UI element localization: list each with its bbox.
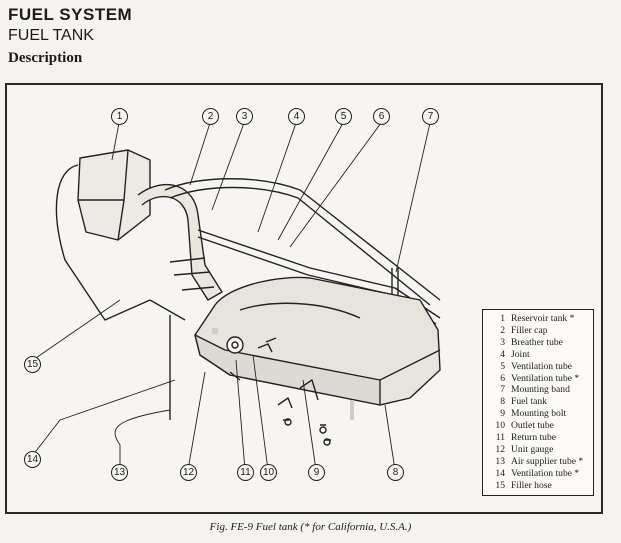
legend-row: 15 Filler hose	[485, 480, 591, 492]
callout-1: 1	[111, 108, 128, 125]
legend-number: 1	[500, 313, 505, 324]
legend-row: 13 Air supplier tube *	[485, 456, 591, 468]
legend-row: 5 Ventilation tube	[485, 361, 591, 373]
legend-number: 4	[500, 348, 505, 360]
legend-number: 14	[495, 467, 505, 479]
legend-label: Filler cap	[511, 324, 548, 336]
legend-label: Ventilation tube *	[511, 467, 580, 479]
reservoir-tank-drawing	[77, 149, 151, 241]
callout-5: 5	[335, 108, 352, 125]
legend-label: Ventilation tube	[511, 360, 573, 372]
parts-legend: 1 Reservoir tank * 2 Filler cap 3 Breather tu…	[482, 309, 594, 496]
figure-caption: Fig. FE-9 Fuel tank (* for California, U…	[209, 521, 412, 533]
legend-number: 7	[500, 384, 505, 396]
callout-4: 4	[288, 108, 305, 125]
legend-row: 7 Mounting band	[485, 384, 591, 396]
legend-label: Mounting bolt	[511, 408, 567, 420]
legend-number: 6	[500, 372, 505, 384]
legend-label: Filler hose	[511, 479, 552, 491]
legend-row: 4 Joint	[485, 349, 591, 361]
legend-label: Return tube	[511, 432, 557, 444]
callout-2: 2	[202, 108, 219, 125]
legend-number: 3	[500, 336, 505, 348]
legend-row: 6 Ventilation tube *	[485, 373, 591, 385]
legend-row: 9 Mounting bolt	[485, 408, 591, 420]
callout-15: 15	[24, 356, 41, 373]
legend-number: 10	[495, 420, 505, 432]
legend-label: Ventilation tube *	[511, 372, 580, 384]
filler-hose-drawing	[137, 184, 223, 301]
legend-number: 15	[495, 479, 505, 491]
legend-label: Outlet tube	[511, 420, 554, 432]
legend-number: 12	[495, 443, 505, 455]
legend-number: 8	[500, 396, 505, 408]
description-heading: Description	[8, 50, 83, 66]
legend-number: 2	[500, 324, 505, 336]
callout-13: 13	[111, 464, 128, 481]
legend-number: 5	[500, 360, 505, 372]
legend-row: 1 Reservoir tank *	[485, 313, 591, 325]
callout-11: 11	[237, 464, 254, 481]
callout-6: 6	[373, 108, 390, 125]
ventilation-tube-drawing	[55, 164, 151, 321]
callout-3: 3	[236, 108, 253, 125]
legend-number: 11	[495, 432, 505, 444]
legend-label: Unit gauge	[511, 443, 554, 455]
callout-12: 12	[180, 464, 197, 481]
section-title: FUEL SYSTEM	[8, 5, 133, 24]
legend-row: 3 Breather tube	[485, 337, 591, 349]
callout-14: 14	[24, 451, 41, 468]
legend-label: Air supplier tube *	[511, 455, 584, 467]
legend-label: Reservoir tank *	[511, 313, 575, 324]
legend-label: Joint	[511, 348, 530, 360]
callout-9: 9	[308, 464, 325, 481]
callout-7: 7	[422, 108, 439, 125]
subsection-title: FUEL TANK	[8, 27, 94, 44]
legend-label: Mounting band	[511, 384, 570, 396]
legend-label: Breather tube	[511, 336, 563, 348]
legend-row: 8 Fuel tank	[485, 396, 591, 408]
legend-number: 9	[500, 408, 505, 420]
legend-row: 12 Unit gauge	[485, 444, 591, 456]
legend-label: Fuel tank	[511, 396, 547, 408]
legend-row: 2 Filler cap	[485, 325, 591, 337]
legend-number: 13	[495, 455, 505, 467]
callout-8: 8	[387, 464, 404, 481]
callout-10: 10	[260, 464, 277, 481]
legend-row: 10 Outlet tube	[485, 420, 591, 432]
legend-row: 14 Ventilation tube *	[485, 468, 591, 480]
legend-row: 11 Return tube	[485, 432, 591, 444]
